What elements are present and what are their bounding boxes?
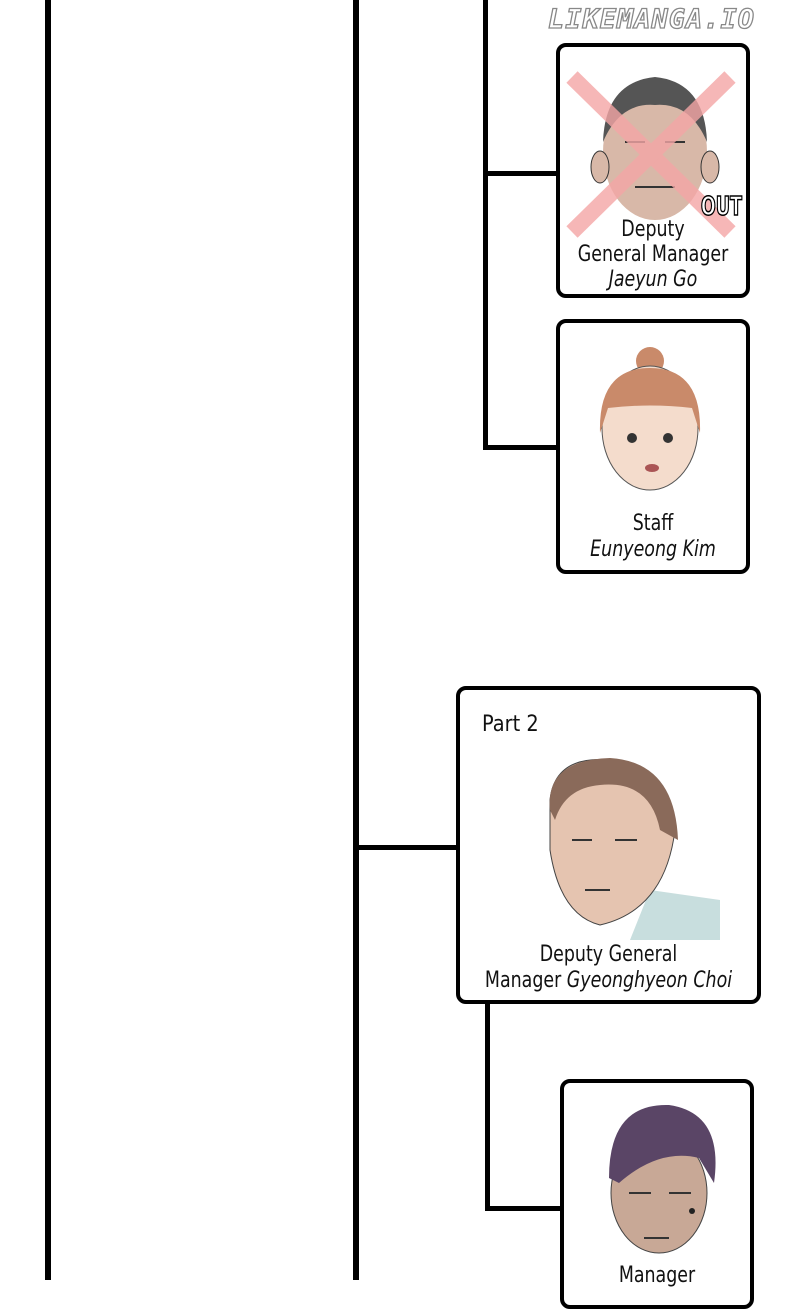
cross-out-icon: [566, 71, 736, 238]
card-role: Manager: [618, 1263, 696, 1288]
card-name: Jaeyun Go: [608, 267, 698, 292]
card-role: General Manager: [577, 242, 729, 267]
tree-line: [483, 0, 488, 450]
org-card-eunyeong-kim: Staff Eunyeong Kim: [556, 319, 750, 574]
card-role: Deputy: [621, 217, 685, 242]
watermark: LIKEMANGA.IO: [547, 3, 756, 35]
card-role: Staff: [632, 511, 674, 536]
tree-line: [485, 1003, 490, 1211]
section-label: Part 2: [482, 712, 539, 737]
tree-line: [483, 445, 559, 450]
portrait-gyeonghyeon-choi: [549, 758, 720, 940]
tree-line: [483, 171, 559, 176]
portrait-manager: [609, 1104, 716, 1254]
card-name: Gyeonghyeon Choi: [566, 968, 733, 993]
out-stamp: OUT: [700, 191, 742, 223]
tree-line: [485, 1206, 563, 1211]
org-card-gyeonghyeon-choi: Part 2 Deputy General Manager Gyeonghyeo…: [456, 686, 761, 1004]
card-role: Manager: [484, 968, 562, 993]
portrait-jaeyun-go: [566, 71, 736, 238]
org-card-manager: Manager: [560, 1079, 754, 1309]
card-role: Deputy General: [539, 942, 678, 967]
tree-line: [353, 0, 359, 1280]
card-name: Eunyeong Kim: [590, 537, 716, 562]
portrait-eunyeong-kim: [599, 347, 701, 491]
tree-line: [45, 0, 51, 1280]
org-card-jaeyun-go: OUT Deputy General Manager Jaeyun Go: [556, 43, 750, 298]
tree-line: [353, 845, 459, 850]
